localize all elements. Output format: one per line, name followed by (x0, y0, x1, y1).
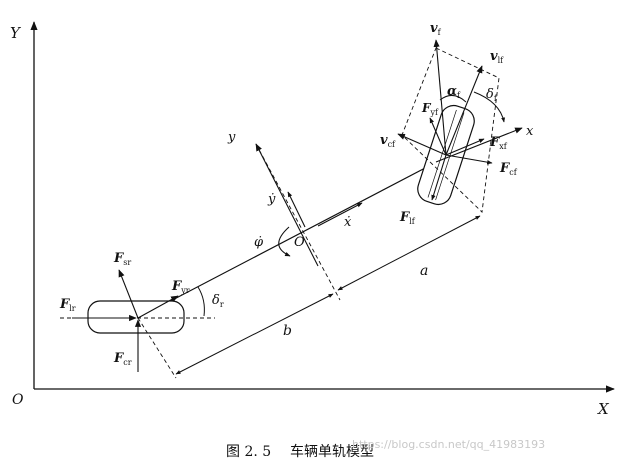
front-tire-dashed-box (401, 47, 500, 213)
figure-caption-title: 车辆单轨模型 (290, 443, 374, 460)
rear-delta-arc (197, 286, 205, 317)
rear-fsr-arrow (118, 269, 139, 319)
front-delta-arc (473, 91, 506, 123)
vehicle-centerline (137, 154, 451, 319)
dimension-b-line (175, 293, 334, 375)
front-fyf-arrow (429, 117, 447, 156)
yaw-rate-label: φ̇ (254, 235, 264, 250)
front-fxf-arrow (445, 138, 485, 156)
body-y-axis (255, 143, 319, 267)
front-x-axis (435, 127, 523, 163)
front-alpha-arc (439, 95, 467, 103)
front-fcf-label: Fcf (499, 161, 518, 177)
center-o-label: O (294, 235, 305, 250)
origin-label: O (12, 392, 24, 408)
front-alpha-label: αf (447, 84, 461, 100)
rear-extension-dashed (137, 317, 177, 379)
front-vf-arrow (433, 39, 447, 156)
rear-flr-label: Flr (59, 297, 76, 313)
rear-delta-label: δr (212, 293, 224, 309)
yaw-rate-arc (278, 226, 291, 257)
x-axis-label: X (597, 400, 610, 418)
rear-fcr-label: Fcr (113, 351, 132, 367)
y-dot-label: ẏ (267, 192, 276, 207)
front-flf-arrow (431, 154, 447, 201)
front-x-label: x (526, 124, 534, 139)
rear-tire (87, 300, 185, 334)
rear-fsr-label: Fsr (113, 251, 131, 267)
front-vlf-label: vlf (490, 49, 504, 65)
figure-caption-number: 图 2. 5 (226, 444, 271, 460)
dimension-b-label: b (283, 323, 292, 339)
front-vlf-arrow (445, 65, 483, 156)
front-fxf-label: Fxf (489, 135, 508, 151)
rear-fyr-arrow (137, 295, 179, 319)
front-fyf-label: Fyf (421, 101, 439, 117)
watermark-text: https://blog.csdn.net/qq_41983193 (352, 438, 545, 451)
front-vcf-arrow (397, 133, 447, 156)
front-fcf-arrow (445, 154, 493, 165)
y-axis-label: Y (10, 24, 22, 42)
front-delta-label: δf (486, 87, 498, 103)
front-vf-label: vf (430, 21, 442, 37)
x-dot-label: ẋ (344, 215, 352, 230)
body-y-label: y (227, 130, 236, 145)
dimension-a-label: a (420, 263, 428, 279)
front-vcf-label: vcf (380, 133, 396, 149)
front-flf-label: Flf (399, 210, 416, 226)
y-dot-arrow (287, 191, 306, 228)
center-normal-dashed (255, 143, 341, 301)
x-dot-arrow (317, 202, 363, 227)
dimension-a-line (337, 215, 481, 291)
rear-fyr-label: Fyr (171, 279, 190, 295)
